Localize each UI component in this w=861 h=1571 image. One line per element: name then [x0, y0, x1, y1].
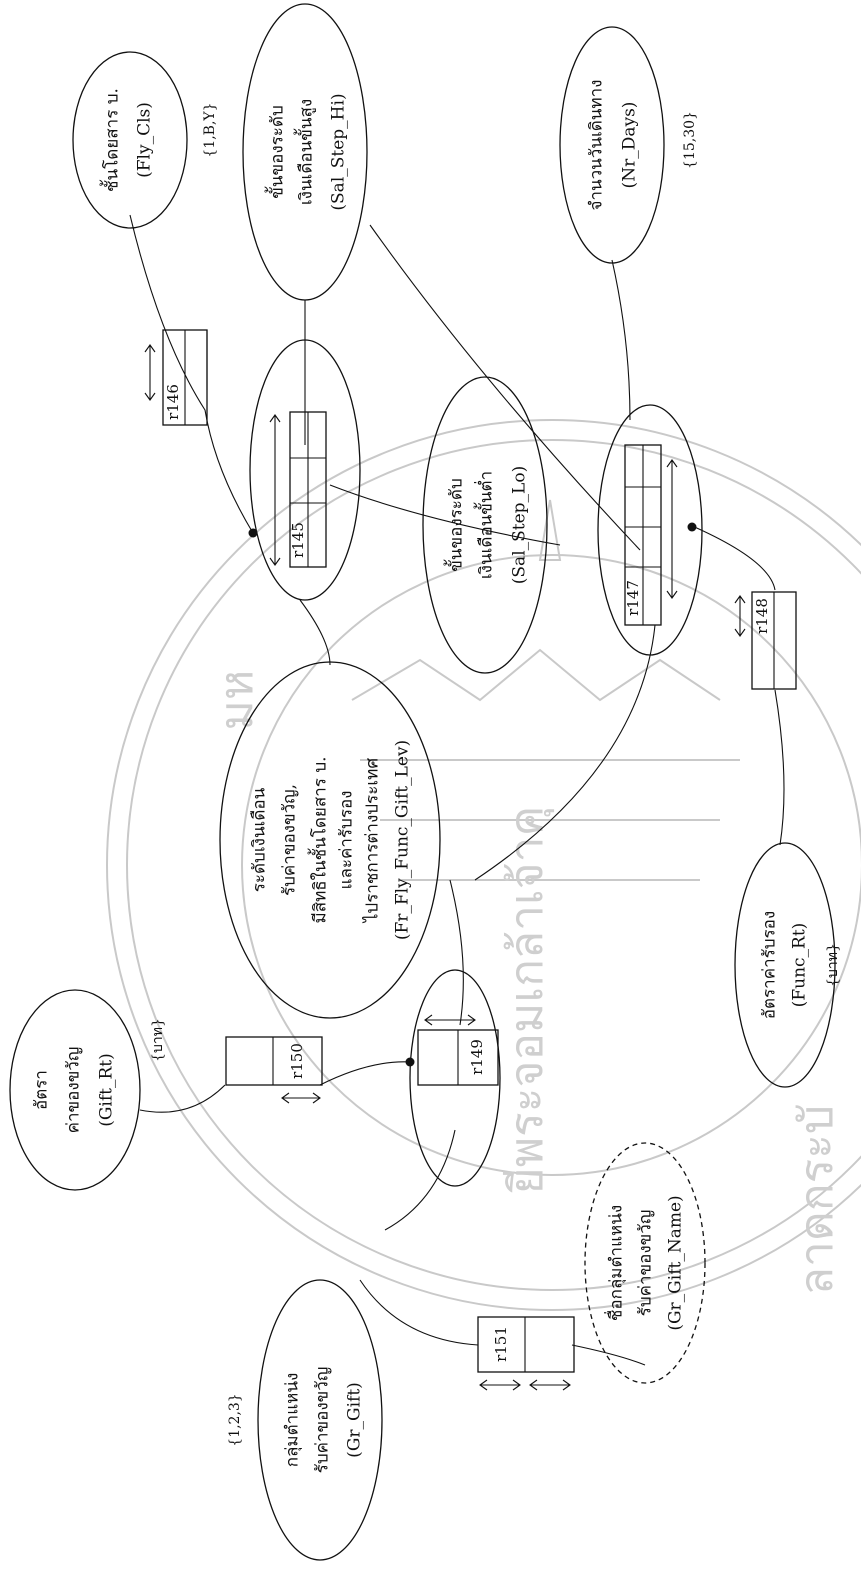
entity-line: (Gr_Gift): [345, 1382, 365, 1458]
entity-line: กลุ่มตำแหน่ง: [283, 1373, 303, 1468]
entity-gr-gift-name: ชื่อกลุ่มตำแหน่ง รับค่าของขวัญ (Gr_Gift_…: [584, 1142, 706, 1384]
entity-line: ขั้นของระดับ: [265, 105, 288, 198]
relation-r149: r149: [417, 1014, 499, 1086]
relation-r147: r147: [624, 444, 678, 626]
entity-line: อัตราค่ารับรอง: [760, 911, 780, 1019]
entity-line: อัตรา: [32, 1070, 52, 1110]
entity-line: (Fly_Cls): [135, 102, 155, 178]
connection-dot: [248, 528, 258, 538]
entity-line: ค่าของขวัญ: [64, 1047, 84, 1134]
entity-line: (Nr_Days): [620, 102, 640, 189]
entity-line: รับค่าของขวัญ,: [280, 784, 300, 896]
watermark-text-2: มห: [209, 670, 263, 731]
entity-line: ชั้นโดยสาร บ.: [100, 88, 123, 192]
entity-line: ชื่อกลุ่มตำแหน่ง: [604, 1205, 627, 1321]
relation-r148: r148: [734, 591, 797, 690]
entity-line: เงินเดือนขั้นสูง: [294, 99, 317, 205]
connection-dot: [687, 522, 697, 532]
relation-id: r147: [624, 580, 642, 616]
entity-fly-cls: ชั้นโดยสาร บ. (Fly_Cls) {1,B,Y}: [72, 51, 218, 229]
entity-line: เงินเดือนขั้นต่ำ: [474, 471, 497, 579]
watermark-seal: ยีพระจอมเกล้าเจ้าคุ ลาดกระบั มห: [106, 419, 861, 1311]
relation-ellipse-r145: [249, 339, 361, 601]
entity-line: (Sal_Step_Hi): [329, 93, 349, 210]
entity-line: ระดับเงินเดือน: [250, 787, 270, 892]
domain-label: {บาท}: [825, 943, 841, 987]
domain-label: {1,B,Y}: [202, 102, 218, 157]
entity-line: ขั้นของระดับ: [444, 478, 467, 571]
entity-nr-days: จำนวนวันเดินทาง (Nr_Days) {15,30}: [559, 26, 698, 264]
entity-line: ไปราชการต่างประเทศ: [362, 758, 383, 924]
relation-id: r145: [289, 522, 307, 558]
entity-line: (Func_Rt): [790, 923, 810, 1008]
watermark-text-3: ลาดกระบั: [789, 1105, 843, 1295]
entity-fr-fly-func-gift-lev: ระดับเงินเดือน รับค่าของขวัญ, มีสิทธิในช…: [219, 661, 441, 1019]
relation-id: r151: [492, 1326, 510, 1362]
domain-label: {15,30}: [682, 111, 698, 169]
entity-sal-step-hi: ขั้นของระดับ เงินเดือนขั้นสูง (Sal_Step_…: [242, 3, 368, 301]
relation-ellipse-r147: [597, 404, 703, 656]
relation-id: r150: [288, 1043, 306, 1079]
connector-lines: [129, 214, 785, 1366]
entity-line: (Gr_Gift_Name): [666, 1195, 686, 1330]
entity-line: (Sal_Step_Lo): [510, 466, 530, 584]
entity-gr-gift: กลุ่มตำแหน่ง รับค่าของขวัญ (Gr_Gift) {1,…: [227, 1279, 383, 1561]
entity-line: (Fr_Fly_Func_Gift_Lev): [393, 740, 413, 940]
entity-line: รับค่าของขวัญ: [313, 1367, 333, 1474]
entity-sal-step-lo: ขั้นของระดับ เงินเดือนขั้นต่ำ (Sal_Step_…: [422, 376, 548, 674]
entity-gift-rt: อัตรา ค่าของขวัญ (Gift_Rt) {บาท}: [9, 989, 166, 1191]
entity-line: (Gift_Rt): [97, 1053, 117, 1127]
entity-line: มีสิทธิในชั้นโดยสาร บ.: [308, 756, 331, 923]
watermark-text-1: ยีพระจอมเกล้าเจ้าคุ: [499, 806, 555, 1194]
relation-r150: r150: [225, 1036, 323, 1104]
relation-id: r148: [753, 598, 771, 634]
entity-line: จำนวนวันเดินทาง: [587, 80, 607, 211]
relation-r145: r145: [269, 411, 327, 568]
relation-id: r149: [468, 1039, 486, 1075]
domain-label: {บาท}: [150, 1018, 166, 1062]
relation-r151: r151: [477, 1316, 575, 1391]
entity-line: รับค่าของขวัญ: [636, 1210, 656, 1317]
entity-func-rt: อัตราค่ารับรอง (Func_Rt) {บาท}: [734, 842, 841, 1088]
relation-ellipse-r149: [409, 969, 501, 1187]
domain-label: {1,2,3}: [227, 1393, 243, 1446]
entity-line: และค่ารับรอง: [337, 791, 357, 890]
relation-id: r146: [164, 384, 182, 420]
relation-r146: r146: [144, 329, 208, 426]
